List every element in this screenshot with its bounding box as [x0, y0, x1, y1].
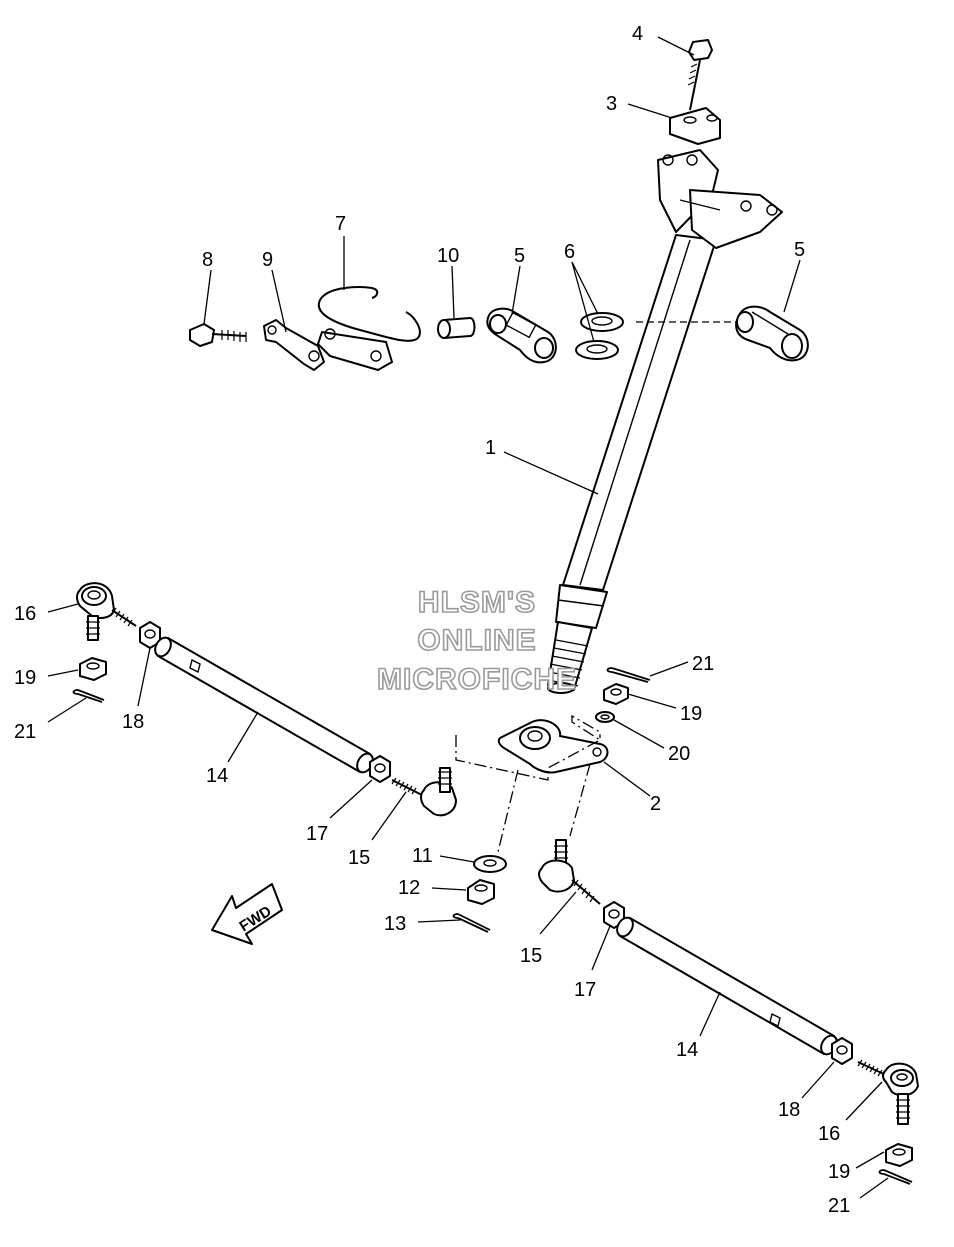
upper-bracket	[657, 149, 783, 249]
part-6-washers	[575, 312, 624, 360]
callout-12: 12	[398, 877, 420, 899]
right-inner-tie-rod-end-15	[538, 839, 601, 905]
part-7-wire-clip	[317, 286, 421, 371]
part-3-clamp-cap	[669, 107, 721, 145]
right-cotter-pin-21	[878, 1169, 913, 1185]
part-21-upper-cotter-pin	[606, 667, 651, 683]
part-2-pitman-arm	[497, 719, 609, 774]
fwd-direction-arrow: FWD	[211, 883, 283, 945]
callout-21-right: 21	[828, 1195, 850, 1217]
callout-15-left: 15	[348, 847, 370, 869]
callout-1: 1	[485, 437, 496, 459]
part-12-nut	[467, 879, 495, 905]
part-20-washer	[595, 711, 615, 723]
callout-21-left: 21	[14, 721, 36, 743]
right-nut-19	[885, 1143, 913, 1167]
watermark-line-3: MICROFICHE	[377, 663, 577, 696]
left-nut-19	[79, 657, 107, 681]
right-tie-rod-end-16	[857, 1059, 919, 1125]
part-5-left-clamp	[486, 307, 557, 364]
alignment-line-right	[569, 763, 591, 837]
part-5-right-clamp	[735, 305, 809, 362]
part-4-bolt	[687, 39, 713, 111]
callout-19-right: 19	[828, 1161, 850, 1183]
callout-17-right: 17	[574, 979, 596, 1001]
part-19-upper-nut	[603, 683, 629, 705]
callout-21-top: 21	[692, 653, 714, 675]
watermark-line-1: HLSM'S	[418, 586, 536, 619]
callout-6: 6	[564, 241, 575, 263]
callout-9: 9	[262, 249, 273, 271]
alignment-line-pitman	[455, 714, 602, 781]
alignment-line-lower	[497, 769, 519, 853]
callout-5-right: 5	[794, 239, 805, 261]
callout-19-top: 19	[680, 703, 702, 725]
part-11-washer	[473, 855, 507, 873]
callout-10: 10	[437, 245, 459, 267]
callout-3: 3	[606, 93, 617, 115]
right-tie-rod-14	[616, 916, 838, 1056]
callout-18-left: 18	[122, 711, 144, 733]
part-8-bolt	[189, 323, 247, 347]
callout-18-right: 18	[778, 1099, 800, 1121]
callout-15-right: 15	[520, 945, 542, 967]
callout-4: 4	[632, 23, 643, 45]
part-10-collar	[437, 317, 476, 339]
callout-14-left: 14	[206, 765, 228, 787]
callout-11: 11	[412, 845, 433, 867]
part-13-cotter-pin	[452, 913, 491, 933]
callout-19-left: 19	[14, 667, 36, 689]
callout-2: 2	[650, 793, 661, 815]
callout-labels: 4 3 7 8 9 10 5 6 5 1 16 19 21 18 14 17 1…	[14, 23, 850, 1217]
right-nut-18	[831, 1037, 853, 1065]
left-tie-rod-end-16	[76, 582, 137, 641]
callout-16-left: 16	[14, 603, 36, 625]
left-inner-tie-rod-end-15	[391, 767, 457, 817]
left-cotter-pin-21	[72, 689, 105, 703]
leader-lines	[47, 36, 889, 1199]
callout-8: 8	[202, 249, 213, 271]
part-9-lock-plate	[263, 319, 325, 371]
callout-16-right: 16	[818, 1123, 840, 1145]
steering-shaft	[547, 234, 717, 694]
callout-17-left: 17	[306, 823, 328, 845]
callout-7: 7	[335, 213, 346, 235]
left-nut-17	[369, 755, 391, 783]
callout-13: 13	[384, 913, 406, 935]
callout-20: 20	[668, 743, 690, 765]
watermark: HLSM'S ONLINE MICROFICHE	[376, 585, 577, 697]
watermark-line-2: ONLINE	[417, 624, 536, 657]
callout-14-right: 14	[676, 1039, 698, 1061]
left-tie-rod-14	[154, 636, 374, 774]
callout-5-left: 5	[514, 245, 525, 267]
